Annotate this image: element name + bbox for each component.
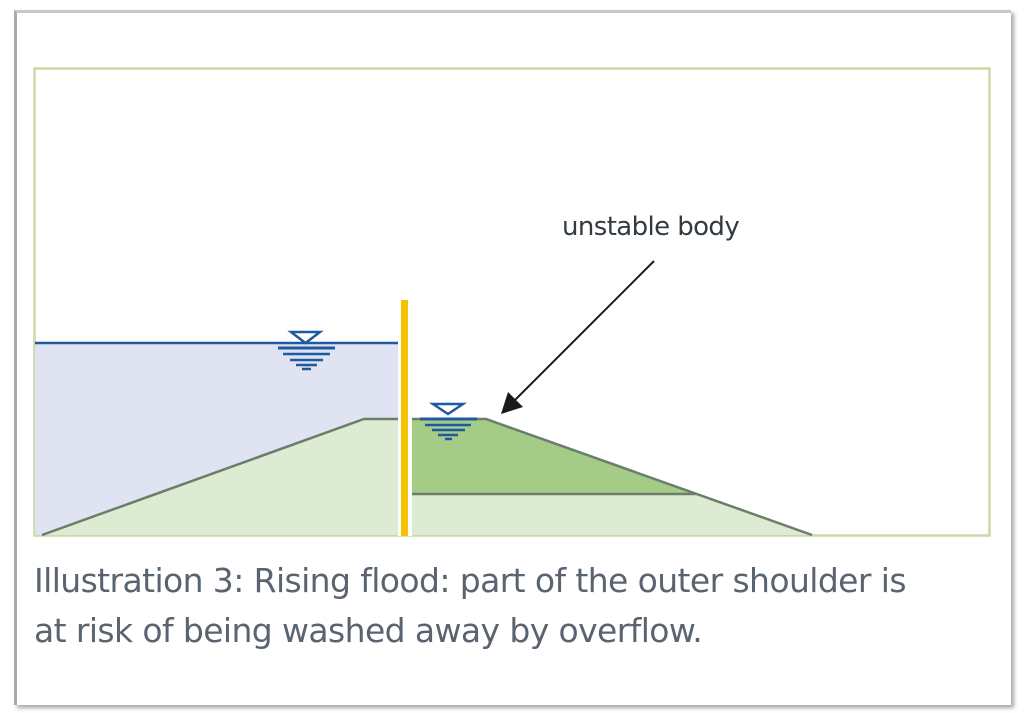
sheet-pile-wall <box>401 300 408 536</box>
water-level-symbol-icon <box>420 402 477 441</box>
water-level-symbol-icon <box>278 330 335 371</box>
figure-caption: Illustration 3: Rising flood: part of th… <box>34 556 1004 656</box>
caption-line-2: at risk of being washed away by overflow… <box>34 611 703 650</box>
arrow-head-icon <box>501 392 523 414</box>
arrow-line <box>511 260 655 404</box>
annotation-label: unstable body <box>562 212 740 242</box>
caption-line-1: Illustration 3: Rising flood: part of th… <box>34 561 907 600</box>
unstable-body <box>410 419 696 494</box>
